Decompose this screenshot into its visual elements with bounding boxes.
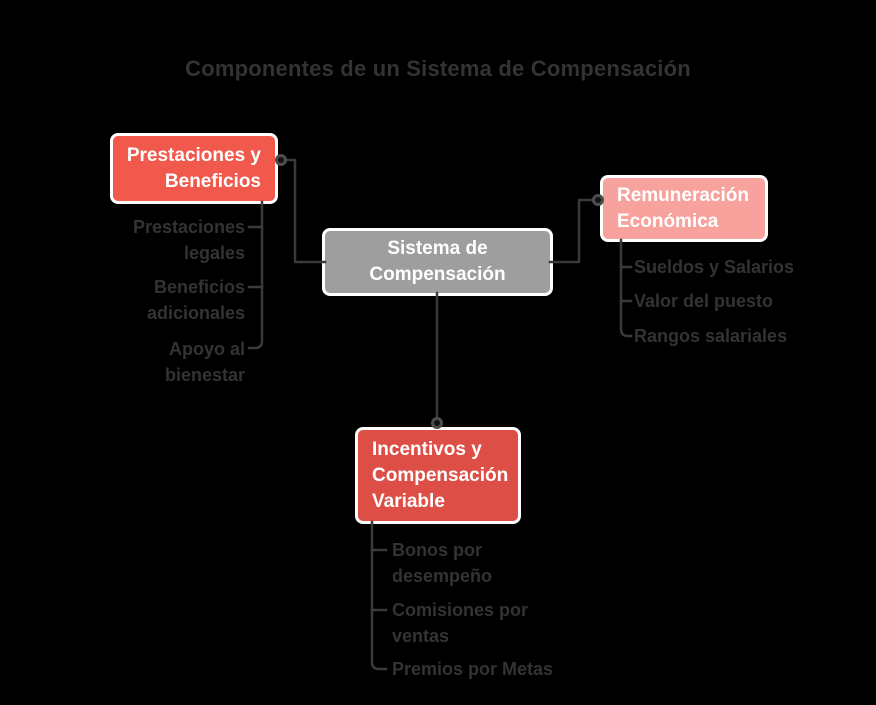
node-sistema-de-compensacion: Sistema de Compensación	[322, 228, 553, 296]
leaf-premios-por-metas: Premios por Metas	[392, 659, 554, 679]
node-incentivos-y-compensacion-variable: Incentivos y Compensación Variable	[355, 427, 521, 524]
leaf-prestaciones-legales: Prestaciones legales	[132, 217, 245, 263]
leaf-beneficios-adicionales: Beneficios adicionales	[146, 277, 245, 323]
leaf-rangos-salariales: Rangos salariales	[634, 326, 788, 346]
leaf-comisiones-por-ventas: Comisiones por ventas	[392, 600, 529, 646]
spine-remuneracion	[619, 238, 633, 338]
leaf-bonos-por-desempeno: Bonos por desempeño	[392, 540, 493, 586]
leaf-apoyo-al-bienestar: Apoyo al bienestar	[164, 339, 245, 385]
spine-prestaciones	[247, 200, 264, 350]
diagram-title: Componentes de un Sistema de Compensació…	[185, 56, 691, 81]
spine-incentivos	[370, 520, 388, 671]
edge-sistema-remuneracion	[548, 198, 595, 264]
leaf-valor-del-puesto: Valor del puesto	[634, 291, 774, 311]
leaf-sueldos-y-salarios: Sueldos y Salarios	[634, 257, 795, 277]
node-remuneracion-economica: Remuneración Económica	[600, 175, 768, 242]
edge-prestaciones-sistema	[283, 158, 327, 264]
node-prestaciones-y-beneficios: Prestaciones y Beneficios	[110, 133, 278, 204]
